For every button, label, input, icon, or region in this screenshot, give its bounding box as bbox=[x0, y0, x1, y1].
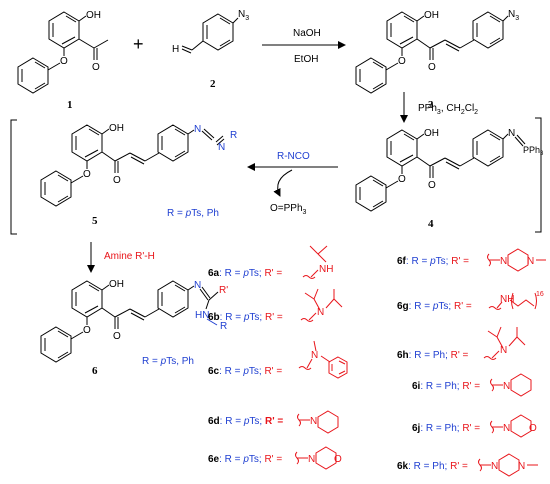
svg-text:N: N bbox=[503, 381, 510, 392]
compound-5-number: 5 bbox=[92, 215, 98, 227]
svg-text:6g: R = pTs; R' =: 6g: R = pTs; R' = bbox=[397, 301, 472, 312]
byproduct: O=PPh3 bbox=[270, 203, 307, 216]
product-6d: 6d: R = pTs; R' = N bbox=[208, 410, 339, 434]
c5-n2: N bbox=[218, 142, 225, 153]
c3-oh: OH bbox=[424, 10, 439, 21]
c4-ketone-o: O bbox=[428, 180, 436, 191]
compound-4-number: 4 bbox=[428, 218, 434, 230]
c6-n: N bbox=[194, 280, 201, 291]
c3-ketone-o: O bbox=[428, 62, 436, 73]
c5-ketone-o: O bbox=[113, 175, 121, 186]
c6-oh: OH bbox=[109, 279, 124, 290]
step3-reagent: R-NCO bbox=[277, 151, 310, 162]
product-6e: 6e: R = pTs; R' = N O bbox=[208, 446, 342, 470]
product-6g: 6g: R = pTs; R' = NH 16 bbox=[397, 291, 544, 312]
svg-text:N: N bbox=[317, 307, 324, 318]
svg-text:N: N bbox=[527, 256, 534, 267]
step4-reagent: Amine R'-H bbox=[104, 251, 155, 262]
svg-text:6i: R = Ph; R' =: 6i: R = Ph; R' = bbox=[412, 381, 480, 392]
compound-3 bbox=[355, 11, 509, 94]
byproduct-arrow bbox=[273, 169, 293, 197]
c4-oh: OH bbox=[424, 128, 439, 139]
svg-text:NH: NH bbox=[319, 264, 333, 275]
left-bracket bbox=[10, 119, 17, 235]
compound-1 bbox=[17, 11, 109, 94]
c3-ether-o: O bbox=[398, 56, 406, 67]
c5-r: R bbox=[230, 130, 237, 141]
svg-text:6c: R = pTs; R' =: 6c: R = pTs; R' = bbox=[208, 366, 282, 377]
product-6c: 6c: R = pTs; R' = N bbox=[208, 340, 348, 379]
svg-text:6e: R = pTs; R' =: 6e: R = pTs; R' = bbox=[208, 454, 282, 465]
compound-4 bbox=[355, 129, 526, 212]
svg-text:O: O bbox=[334, 454, 342, 465]
product-6k: 6k: R = Ph; R' = N N bbox=[397, 453, 538, 477]
svg-text:N: N bbox=[500, 345, 507, 356]
svg-text:NH: NH bbox=[500, 294, 514, 305]
svg-text:16: 16 bbox=[536, 291, 544, 298]
r-def-6: R = pTs, Ph bbox=[142, 356, 194, 367]
svg-text:6f: R = pTs; R' =: 6f: R = pTs; R' = bbox=[397, 256, 469, 267]
svg-text:6j: R = Ph; R' =: 6j: R = Ph; R' = bbox=[412, 423, 480, 434]
c5-n1: N bbox=[194, 124, 201, 135]
svg-text:N: N bbox=[310, 416, 317, 427]
right-bracket bbox=[535, 117, 542, 233]
svg-text:N: N bbox=[311, 350, 318, 361]
product-6a: 6a: R = pTs; R' = NH bbox=[208, 245, 333, 279]
c6-ketone-o: O bbox=[113, 331, 121, 342]
azide-n: N3 bbox=[238, 9, 249, 22]
c5-ether-o: O bbox=[83, 169, 91, 180]
c6-r: R bbox=[220, 321, 227, 332]
compound-1-number: 1 bbox=[67, 99, 73, 111]
compound-2 bbox=[181, 13, 239, 54]
aldehyde-h: H bbox=[172, 44, 179, 55]
svg-text:6h: R = Ph; R' =: 6h: R = Ph; R' = bbox=[397, 350, 469, 361]
oh-label: OH bbox=[86, 10, 101, 21]
svg-text:N: N bbox=[491, 461, 498, 472]
svg-text:N: N bbox=[518, 461, 525, 472]
product-6b: 6b: R = pTs; R' = N bbox=[208, 288, 343, 323]
svg-text:6k: R = Ph; R' =: 6k: R = Ph; R' = bbox=[397, 461, 468, 472]
c3-azide: N3 bbox=[508, 9, 519, 22]
c4-pph3: PPh3 bbox=[523, 145, 544, 157]
compound-6 bbox=[40, 280, 219, 363]
svg-text:6d: R = pTs; R' =: 6d: R = pTs; R' = bbox=[208, 416, 283, 427]
c5-oh: OH bbox=[109, 123, 124, 134]
svg-text:N: N bbox=[500, 256, 507, 267]
compound-2-number: 2 bbox=[210, 78, 216, 90]
ketone-o-label: O bbox=[92, 62, 100, 73]
r-def-5: R = pTs, Ph bbox=[167, 208, 219, 219]
c4-ether-o: O bbox=[398, 174, 406, 185]
product-6i: 6i: R = Ph; R' = N bbox=[412, 373, 532, 397]
compound-6-number: 6 bbox=[92, 365, 98, 377]
svg-text:N: N bbox=[308, 454, 315, 465]
compound-5 bbox=[40, 124, 225, 207]
c6-hn: HN bbox=[195, 310, 209, 321]
svg-text:N: N bbox=[503, 423, 510, 434]
svg-text:6b: R = pTs; R' =: 6b: R = pTs; R' = bbox=[208, 312, 283, 323]
c4-n: N bbox=[508, 128, 515, 139]
ether-o-label: O bbox=[60, 56, 68, 67]
product-6j: 6j: R = Ph; R' = N O bbox=[412, 414, 537, 438]
step2-reagent: PPh3, CH2Cl2 bbox=[418, 103, 478, 116]
c6-rprime: R' bbox=[219, 285, 228, 296]
compound-3-number: 3 bbox=[428, 99, 434, 111]
svg-text:6a: R = pTs; R' =: 6a: R = pTs; R' = bbox=[208, 268, 282, 279]
step1-reagent-bottom: EtOH bbox=[294, 54, 318, 65]
svg-text:O: O bbox=[529, 423, 537, 434]
product-6h: 6h: R = Ph; R' = N bbox=[397, 326, 526, 361]
c6-r-bond bbox=[206, 318, 218, 326]
product-6f: 6f: R = pTs; R' = N N bbox=[397, 248, 546, 272]
c6-ether-o: O bbox=[83, 325, 91, 336]
step1-reagent-top: NaOH bbox=[293, 28, 321, 39]
plus-sign: + bbox=[133, 34, 144, 54]
